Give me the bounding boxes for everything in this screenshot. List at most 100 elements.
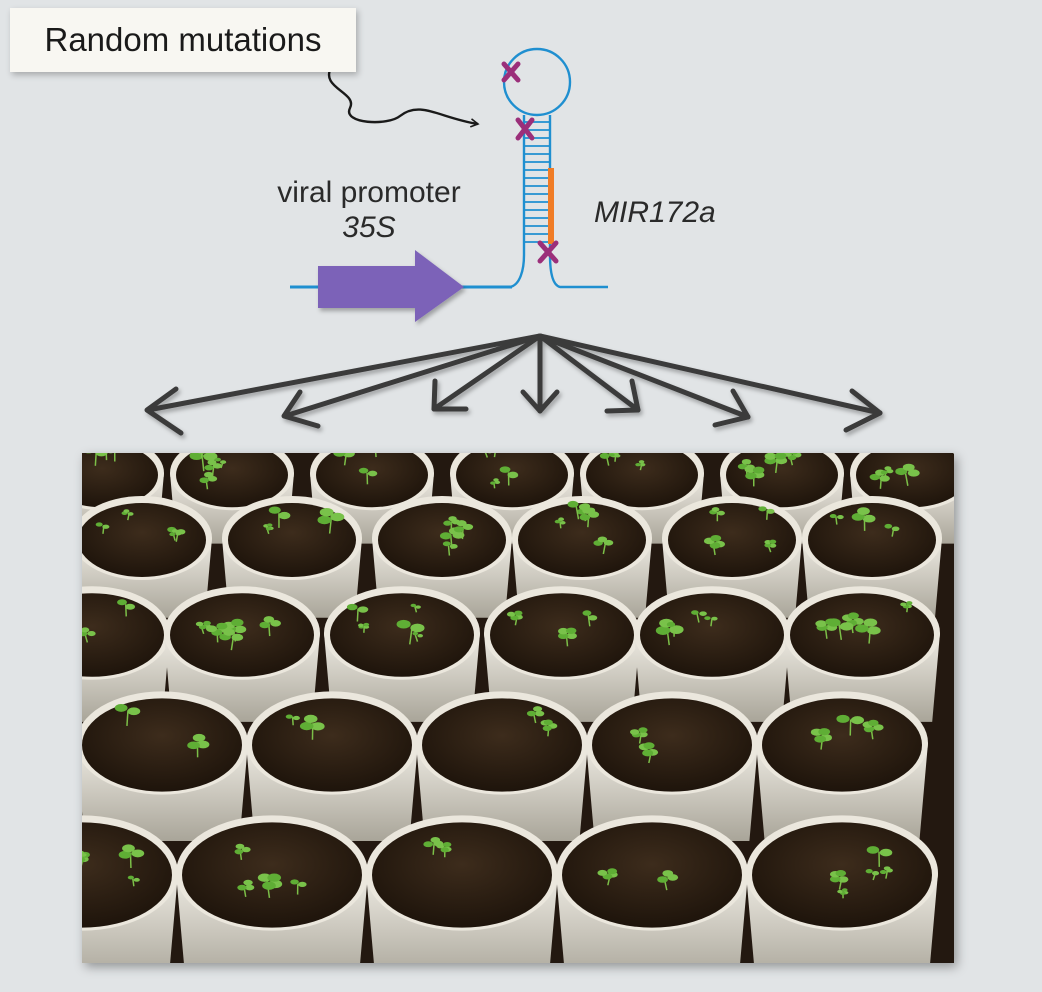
promoter-label-line1: viral promoter [277, 176, 461, 209]
seedling [851, 507, 876, 531]
seedling [879, 866, 893, 879]
pot [176, 815, 368, 983]
seedling [764, 539, 777, 553]
seedling [95, 522, 110, 534]
pot [72, 496, 212, 618]
hairpin-base-pairs [524, 121, 550, 243]
fan-arrow-head [712, 388, 751, 428]
fan-arrow [145, 333, 543, 413]
fan-arrow-head [281, 389, 321, 429]
seedling [836, 714, 865, 736]
seedling [114, 704, 141, 727]
seedling [826, 618, 854, 641]
seedling [118, 844, 145, 869]
fan-arrow-head [843, 388, 883, 433]
fan-arrow-head [431, 378, 469, 412]
fan-arrow-head [144, 386, 184, 436]
seedling [862, 719, 884, 740]
seedling [234, 843, 251, 860]
seedling [199, 471, 218, 490]
seedling [597, 868, 618, 886]
seedling [412, 631, 423, 642]
seedling [744, 465, 765, 487]
random-mutations-label: Random mutations [10, 8, 356, 72]
seedling [704, 616, 718, 627]
seedling [829, 870, 849, 890]
seedling [554, 517, 566, 529]
seedling [666, 621, 683, 637]
x-mark-icon [537, 240, 559, 264]
fan-arrow [282, 333, 543, 419]
seedling [703, 534, 726, 556]
seedling [829, 514, 844, 525]
pot [662, 496, 802, 618]
seedling [630, 727, 648, 744]
seedling [499, 466, 519, 486]
seedling [810, 728, 832, 750]
mirna-hairpin [502, 47, 608, 289]
seedling [865, 869, 880, 881]
seedling [526, 706, 545, 724]
seedling [358, 622, 370, 633]
seedling [259, 616, 281, 637]
seedling [880, 466, 894, 480]
seedling [358, 467, 378, 485]
promoter-arrow-icon [318, 250, 464, 322]
seedling [557, 627, 577, 647]
pot [512, 496, 652, 618]
seedling [657, 870, 679, 891]
pot [416, 691, 588, 842]
seedling [346, 603, 369, 622]
pot [556, 815, 748, 983]
seedling [855, 618, 881, 644]
seedling [205, 622, 230, 643]
viral-promoter-label: viral promoter 35S [258, 175, 480, 246]
seedling [204, 459, 222, 477]
fan-arrow [537, 333, 883, 416]
seedling [582, 610, 598, 627]
pot [746, 815, 938, 983]
seedling [635, 460, 646, 471]
seedling [895, 463, 920, 486]
pot-grid [0, 435, 974, 983]
seedling [884, 523, 900, 537]
promoter-label-line2: 35S [342, 211, 396, 245]
seedling [396, 619, 425, 645]
pot [756, 691, 928, 842]
pot [324, 586, 480, 722]
seedling [709, 507, 725, 522]
seedling [506, 610, 523, 626]
seedling [540, 719, 558, 737]
seedling [127, 875, 140, 887]
seedling [453, 520, 474, 540]
seedling [423, 837, 444, 855]
random-mutations-text: Random mutations [44, 21, 322, 58]
seedling [567, 500, 590, 520]
seedling [866, 846, 893, 867]
photo-illustration [0, 435, 974, 983]
seedling [837, 888, 849, 899]
seedling [117, 599, 136, 617]
x-mark-icon [501, 61, 521, 83]
x-mark-icon [515, 117, 535, 141]
seedling [609, 453, 621, 462]
seedling [285, 714, 300, 726]
mutation-pointer-arrow [328, 65, 478, 124]
seedling [593, 536, 614, 555]
seedling [187, 733, 210, 758]
seedling [691, 610, 707, 623]
fan-arrows [144, 333, 883, 436]
pot [164, 586, 320, 722]
seedling [169, 529, 182, 541]
pot [634, 586, 790, 722]
fan-arrow-head [520, 389, 560, 414]
seedling [841, 612, 864, 634]
seedling [237, 879, 255, 898]
seedling [764, 452, 788, 474]
seedling [410, 603, 421, 613]
seedling [758, 506, 775, 520]
pot [366, 815, 558, 983]
seedling [257, 873, 283, 898]
seedling-pots-photo [0, 435, 974, 983]
